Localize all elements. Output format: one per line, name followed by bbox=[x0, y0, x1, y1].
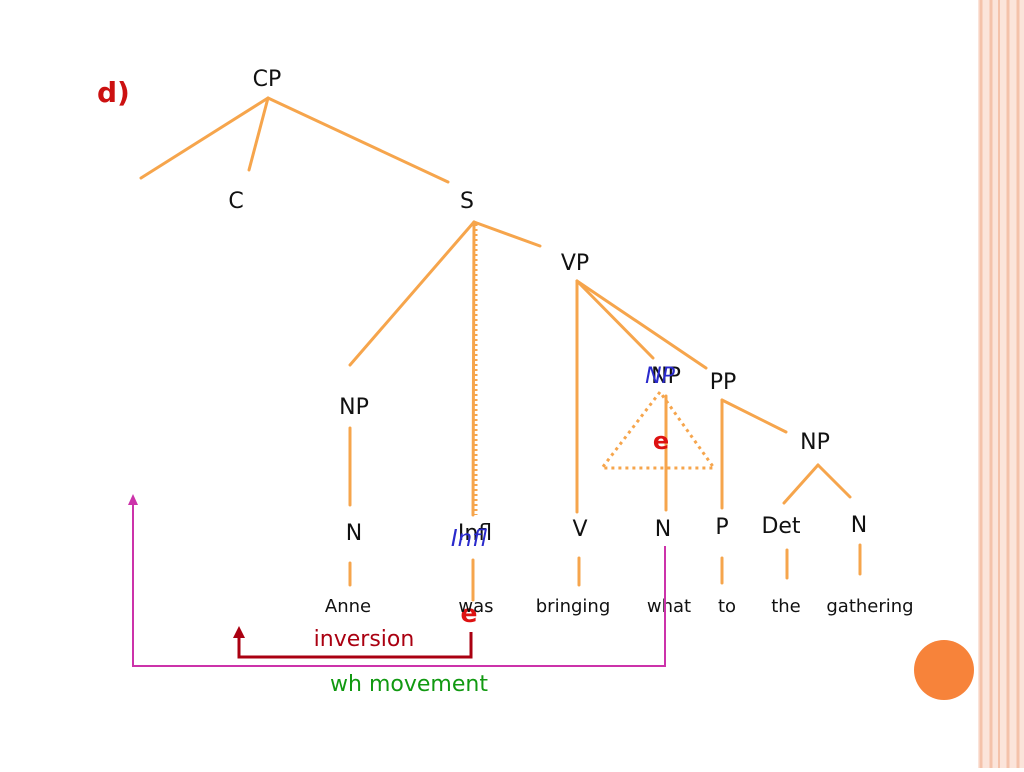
right-border-decoration bbox=[978, 0, 1024, 768]
word-bringing: bringing bbox=[536, 596, 611, 617]
node-vp: VP bbox=[561, 251, 589, 276]
branch-pp-np bbox=[720, 398, 788, 434]
node-infl: Infl bbox=[458, 521, 492, 546]
node-np-subject: NP bbox=[339, 395, 369, 420]
branch-s-infl bbox=[471, 220, 476, 517]
inversion-label: inversion bbox=[314, 627, 415, 652]
node-np-pp: NP bbox=[800, 430, 830, 455]
branch-vp-np bbox=[575, 279, 655, 360]
infl-trace: e bbox=[461, 599, 478, 628]
node-det: Det bbox=[761, 514, 800, 539]
branch-s-vp bbox=[472, 220, 542, 248]
branch-vp-pp bbox=[575, 279, 708, 370]
word-to: to bbox=[718, 596, 736, 617]
word-was: was bbox=[458, 596, 493, 617]
branch-np-n bbox=[816, 463, 852, 499]
node-v: V bbox=[572, 517, 587, 542]
np-trace: e bbox=[653, 427, 669, 455]
wh-movement-arrowhead bbox=[128, 494, 138, 505]
moved-infl-label: Infl bbox=[451, 526, 487, 552]
branch-np-det bbox=[782, 463, 820, 505]
wh-movement-label: wh movement bbox=[330, 672, 488, 697]
branch-cp-c bbox=[247, 96, 270, 172]
word-what: what bbox=[647, 596, 691, 617]
tree-node-labels: CP C S VP NP NP PP NP N Infl V N P Det N bbox=[228, 67, 867, 546]
node-pp: PP bbox=[710, 370, 737, 395]
sentence-words: Anne was bringing what to the gathering bbox=[325, 596, 914, 617]
word-the: the bbox=[771, 596, 801, 617]
node-n-object: N bbox=[655, 517, 671, 542]
slide-label: d) bbox=[97, 76, 130, 109]
decorative-circle bbox=[914, 640, 974, 700]
node-c: C bbox=[228, 189, 243, 214]
branch-cp-s bbox=[266, 96, 450, 184]
node-p: P bbox=[715, 515, 728, 540]
branch-cp-spec bbox=[139, 96, 270, 180]
branch-s-np bbox=[348, 220, 476, 367]
inversion-arrow bbox=[233, 626, 473, 659]
node-s: S bbox=[460, 189, 474, 214]
word-gathering: gathering bbox=[826, 596, 913, 617]
border-fill bbox=[978, 0, 1024, 768]
wh-movement-path bbox=[132, 504, 666, 667]
node-n-pp: N bbox=[851, 513, 867, 538]
wh-movement-arrow bbox=[128, 494, 666, 667]
node-n-subject: N bbox=[346, 521, 362, 546]
tree-branches bbox=[139, 96, 862, 602]
word-anne: Anne bbox=[325, 596, 371, 617]
node-cp: CP bbox=[253, 67, 282, 92]
moved-np-label: NP bbox=[645, 364, 675, 389]
np-trace-triangle bbox=[598, 389, 717, 470]
inversion-arrowhead bbox=[233, 626, 245, 638]
inversion-path bbox=[237, 632, 473, 659]
node-np-object: NP bbox=[651, 364, 681, 389]
